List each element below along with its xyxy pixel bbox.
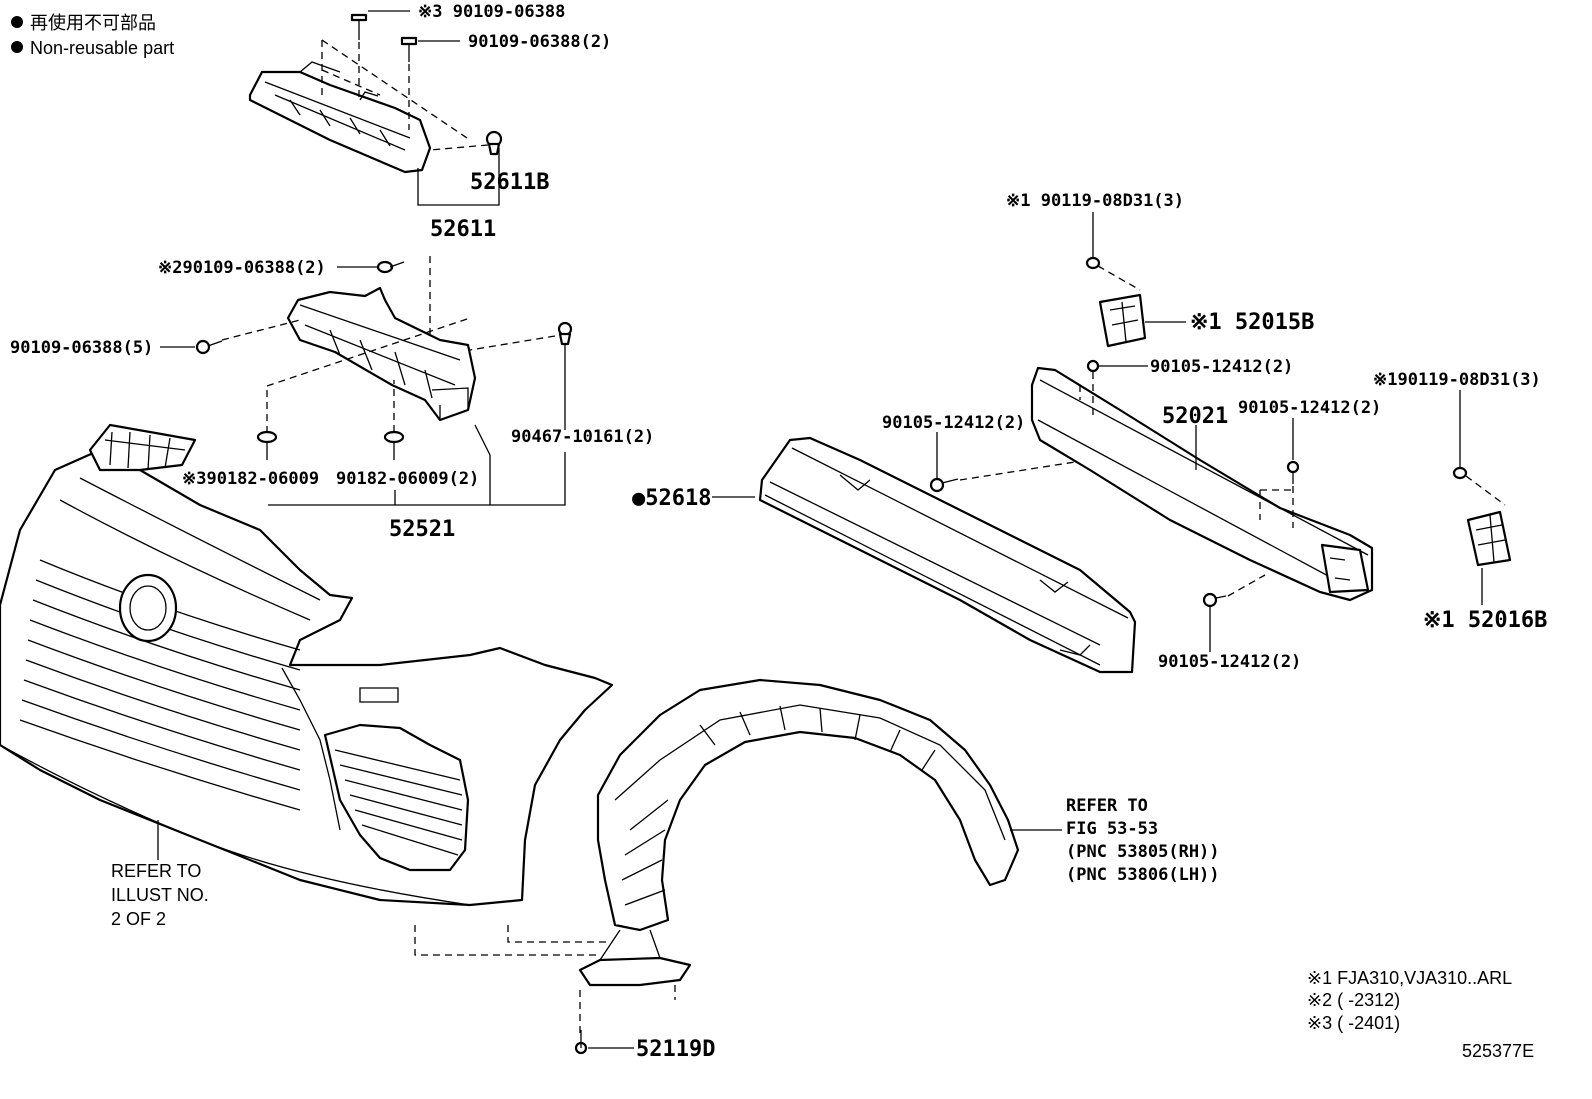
label-90119-08d31-a: ※1 90119-08D31(3) <box>1006 191 1184 211</box>
label-52021: 52021 <box>1162 404 1228 429</box>
label-52618: ●52618 <box>632 486 711 511</box>
note-2: ※2 ( -2312) <box>1307 990 1400 1010</box>
refer-left-line2: ILLUST NO. <box>111 885 209 905</box>
bracket-52016b-drawing <box>1452 466 1512 567</box>
label-52119d: 52119D <box>636 1037 715 1062</box>
refer-left-line1: REFER TO <box>111 861 201 881</box>
legend-jp: 再使用不可部品 <box>30 13 156 33</box>
bumper-cover-drawing <box>0 423 614 907</box>
legend: 再使用不可部品 Non-reusable part <box>11 13 174 58</box>
note-3: ※3 ( -2401) <box>1307 1013 1400 1033</box>
non-reusable-dot-icon <box>11 16 23 28</box>
refer-right-line4: (PNC 53806(LH)) <box>1066 865 1220 885</box>
label-52015b: ※1 52015B <box>1190 310 1314 335</box>
label-90109-06388-2-note2: ※290109-06388(2) <box>158 258 326 278</box>
fender-liner-drawing <box>578 678 1020 987</box>
refer-right-line1: REFER TO <box>1066 796 1148 816</box>
label-90182-06009: ※390182-06009 <box>182 469 319 489</box>
label-90105-12412-d: 90105-12412(2) <box>1158 652 1301 672</box>
legend-en: Non-reusable part <box>30 38 174 58</box>
label-52611b: 52611B <box>470 170 549 195</box>
reinforcement-drawing <box>1030 366 1374 602</box>
refer-right-line2: FIG 53-53 <box>1066 819 1158 839</box>
note-1: ※1 FJA310,VJA310..ARL <box>1307 968 1512 988</box>
label-90109-06388-2: 90109-06388(2) <box>468 32 611 52</box>
energy-absorber-drawing <box>758 436 1137 674</box>
label-90467-10161: 90467-10161(2) <box>511 427 654 447</box>
label-52521: 52521 <box>389 517 455 542</box>
label-90105-12412-a: 90105-12412(2) <box>1150 357 1293 377</box>
label-52611: 52611 <box>430 217 496 242</box>
bracket-52015b-drawing <box>1085 256 1147 348</box>
label-90119-08d31-b: ※190119-08D31(3) <box>1373 370 1541 390</box>
label-90105-12412-b: 90105-12412(2) <box>882 413 1025 433</box>
label-52016b: ※1 52016B <box>1423 608 1547 633</box>
non-reusable-dot-icon <box>11 41 23 53</box>
notes: ※1 FJA310,VJA310..ARL ※2 ( -2312) ※3 ( -… <box>1307 968 1534 1061</box>
label-90105-12412-c: 90105-12412(2) <box>1238 398 1381 418</box>
label-90182-06009-2: 90182-06009(2) <box>336 469 479 489</box>
label-90109-06388-a: ※3 90109-06388 <box>418 2 565 22</box>
refer-left-line3: 2 OF 2 <box>111 909 166 929</box>
figure-id: 525377E <box>1462 1041 1534 1061</box>
bracket-52521-drawing <box>195 256 573 444</box>
bracket-52611-drawing <box>248 13 503 174</box>
refer-right-line3: (PNC 53805(RH)) <box>1066 842 1220 862</box>
label-90109-06388-5: 90109-06388(5) <box>10 338 153 358</box>
